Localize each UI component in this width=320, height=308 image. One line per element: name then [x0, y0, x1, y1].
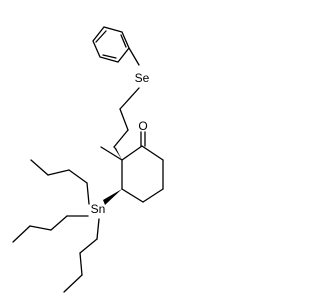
- oxygen-label: O: [138, 119, 147, 133]
- butyl-chain-2: [12, 215, 89, 243]
- butyl-chain-3: [63, 218, 100, 293]
- methyl-bond: [100, 146, 123, 161]
- wedge-bond-chain: [113, 146, 122, 160]
- tin-label: Sn: [91, 202, 106, 216]
- cyclohexanone-ring: [121, 145, 164, 203]
- phenyl-selenium-bond: [128, 47, 140, 66]
- propyl-chain: [113, 87, 140, 148]
- phenyl-ring: [92, 26, 130, 63]
- carbonyl-double-bond: [140, 131, 146, 147]
- selenium-label: Se: [135, 71, 150, 85]
- chemical-structure: Se O Sn: [12, 26, 164, 293]
- butyl-chain-1: [30, 159, 90, 205]
- wedge-bond-tin: [103, 189, 122, 205]
